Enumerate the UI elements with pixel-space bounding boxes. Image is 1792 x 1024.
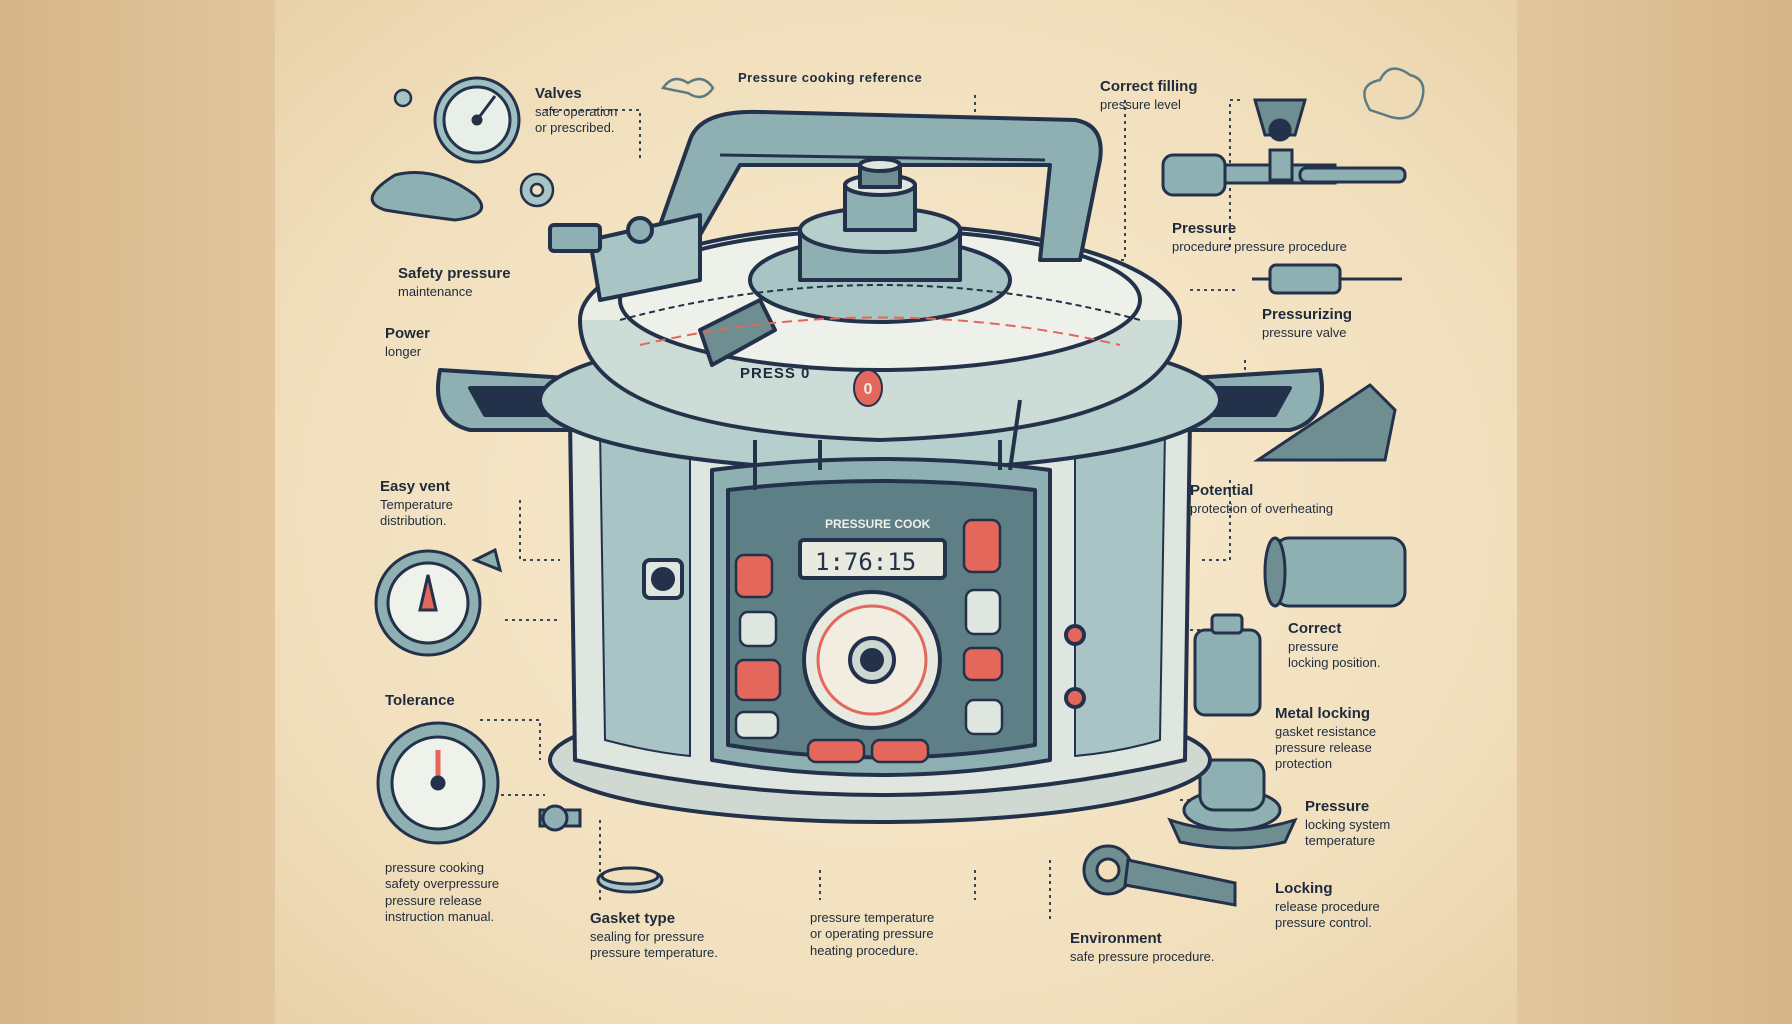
label-desc: pressure release bbox=[1275, 740, 1372, 755]
label-gasket: Gasket type sealing for pressure pressur… bbox=[590, 910, 718, 961]
label-desc: protection of overheating bbox=[1190, 500, 1334, 516]
label-desc: sealing for pressure bbox=[590, 928, 705, 944]
label-easy-vent: Easy vent Temperature distribution. bbox=[380, 478, 453, 529]
label-desc: maintenance bbox=[398, 283, 473, 299]
label-correct-filling: Correct filling pressure level bbox=[1100, 78, 1198, 113]
cylinder-icon bbox=[1263, 536, 1407, 608]
label-title: Easy vent bbox=[380, 478, 451, 495]
label-title: Safety pressure bbox=[398, 265, 511, 282]
label-title: Power bbox=[385, 325, 431, 342]
lid-text: PRESS 0 bbox=[740, 365, 811, 382]
right-border bbox=[1517, 0, 1792, 1024]
lid-badge: 0 bbox=[853, 369, 883, 407]
label-desc: pressure level bbox=[1100, 96, 1181, 112]
label-desc: pressure temperature bbox=[810, 910, 935, 925]
label-title: Environment bbox=[1070, 930, 1162, 947]
label-desc: release procedure bbox=[1275, 898, 1380, 914]
label-valves: Valves safe operation or prescribed. bbox=[535, 85, 617, 136]
label-safety: Safety pressure maintenance bbox=[398, 265, 511, 300]
panel-label: PRESSURE COOK bbox=[825, 517, 931, 531]
cylinder-icon bbox=[1252, 263, 1402, 295]
label-desc: pressure control. bbox=[1275, 915, 1372, 930]
label-desc: safety overpressure bbox=[385, 876, 500, 892]
label-desc: gasket resistance bbox=[1275, 723, 1377, 739]
label-locking: Locking release procedure pressure contr… bbox=[1275, 880, 1380, 931]
label-desc: pressure cooking bbox=[385, 860, 484, 875]
label-desc: instruction manual. bbox=[385, 908, 495, 924]
label-title: Pressurizing bbox=[1262, 306, 1353, 323]
page-title: Pressure cooking reference bbox=[738, 70, 923, 85]
lcd-display: 1:76:15 bbox=[815, 548, 917, 576]
gauge-icon bbox=[433, 76, 521, 164]
svg-text:0: 0 bbox=[864, 381, 873, 398]
gear-icon bbox=[393, 88, 555, 208]
valve-icon bbox=[1161, 98, 1407, 197]
label-correct-pressure: Correct pressure locking position. bbox=[1288, 620, 1381, 671]
label-desc: safe operation bbox=[535, 103, 618, 119]
label-desc: distribution. bbox=[380, 513, 447, 528]
hose-icon bbox=[370, 171, 484, 222]
label-desc: pressure release bbox=[385, 892, 482, 908]
label-title: Potential bbox=[1190, 482, 1254, 499]
label-desc: procedure pressure procedure bbox=[1172, 238, 1347, 254]
label-desc: longer bbox=[385, 343, 422, 359]
label-tolerance: Tolerance bbox=[385, 692, 455, 711]
label-desc: pressure temperature. bbox=[590, 945, 718, 960]
label-bottom-mid: pressure temperature or operating pressu… bbox=[810, 910, 934, 959]
wrench-icon bbox=[1082, 844, 1237, 907]
label-pressure-lock: Pressure locking system temperature bbox=[1305, 798, 1390, 849]
label-title: Gasket type bbox=[590, 910, 676, 927]
label-metal-locking: Metal locking gasket resistance pressure… bbox=[1275, 705, 1376, 773]
label-bottom-left: pressure cooking safety overpressure pre… bbox=[385, 860, 499, 925]
gauge-icon bbox=[376, 721, 500, 845]
label-desc: safe pressure procedure. bbox=[1070, 948, 1215, 964]
left-border bbox=[0, 0, 275, 1024]
label-power: Power longer bbox=[385, 325, 430, 360]
label-pressurizing: Pressurizing pressure valve bbox=[1262, 306, 1352, 341]
clip-icon bbox=[1253, 383, 1397, 462]
label-desc: protection bbox=[1275, 756, 1333, 772]
label-title: Locking bbox=[1275, 880, 1333, 897]
pressure-cooker bbox=[436, 109, 1324, 824]
label-title: Pressure bbox=[1172, 220, 1237, 237]
label-title: Metal locking bbox=[1275, 705, 1371, 722]
label-title: Pressure bbox=[1305, 798, 1370, 815]
ring-icon bbox=[596, 866, 664, 894]
lid-markings bbox=[619, 284, 1141, 346]
steam-icon bbox=[660, 67, 1425, 120]
label-desc: or prescribed. bbox=[535, 120, 615, 135]
label-desc: or operating pressure bbox=[810, 926, 934, 942]
label-desc: pressure valve bbox=[1262, 324, 1347, 340]
valve-icon bbox=[1167, 758, 1298, 850]
label-desc: locking system bbox=[1305, 816, 1391, 832]
label-desc: locking position. bbox=[1288, 655, 1381, 670]
label-title: Correct bbox=[1288, 620, 1342, 637]
label-desc: heating procedure. bbox=[810, 942, 919, 958]
label-potential: Potential protection of overheating bbox=[1190, 482, 1333, 517]
label-title: Tolerance bbox=[385, 692, 455, 709]
label-title: Valves bbox=[535, 85, 582, 102]
knob-icon bbox=[538, 804, 582, 832]
label-title: Correct filling bbox=[1100, 78, 1198, 95]
timer-icon bbox=[374, 547, 503, 657]
label-environment: Environment safe pressure procedure. bbox=[1070, 930, 1215, 965]
label-desc: temperature bbox=[1305, 833, 1376, 848]
cylinder-icon bbox=[1193, 613, 1262, 717]
label-pressure: Pressure procedure pressure procedure bbox=[1172, 220, 1347, 255]
label-desc: pressure bbox=[1288, 638, 1339, 654]
label-desc: Temperature bbox=[380, 496, 453, 512]
